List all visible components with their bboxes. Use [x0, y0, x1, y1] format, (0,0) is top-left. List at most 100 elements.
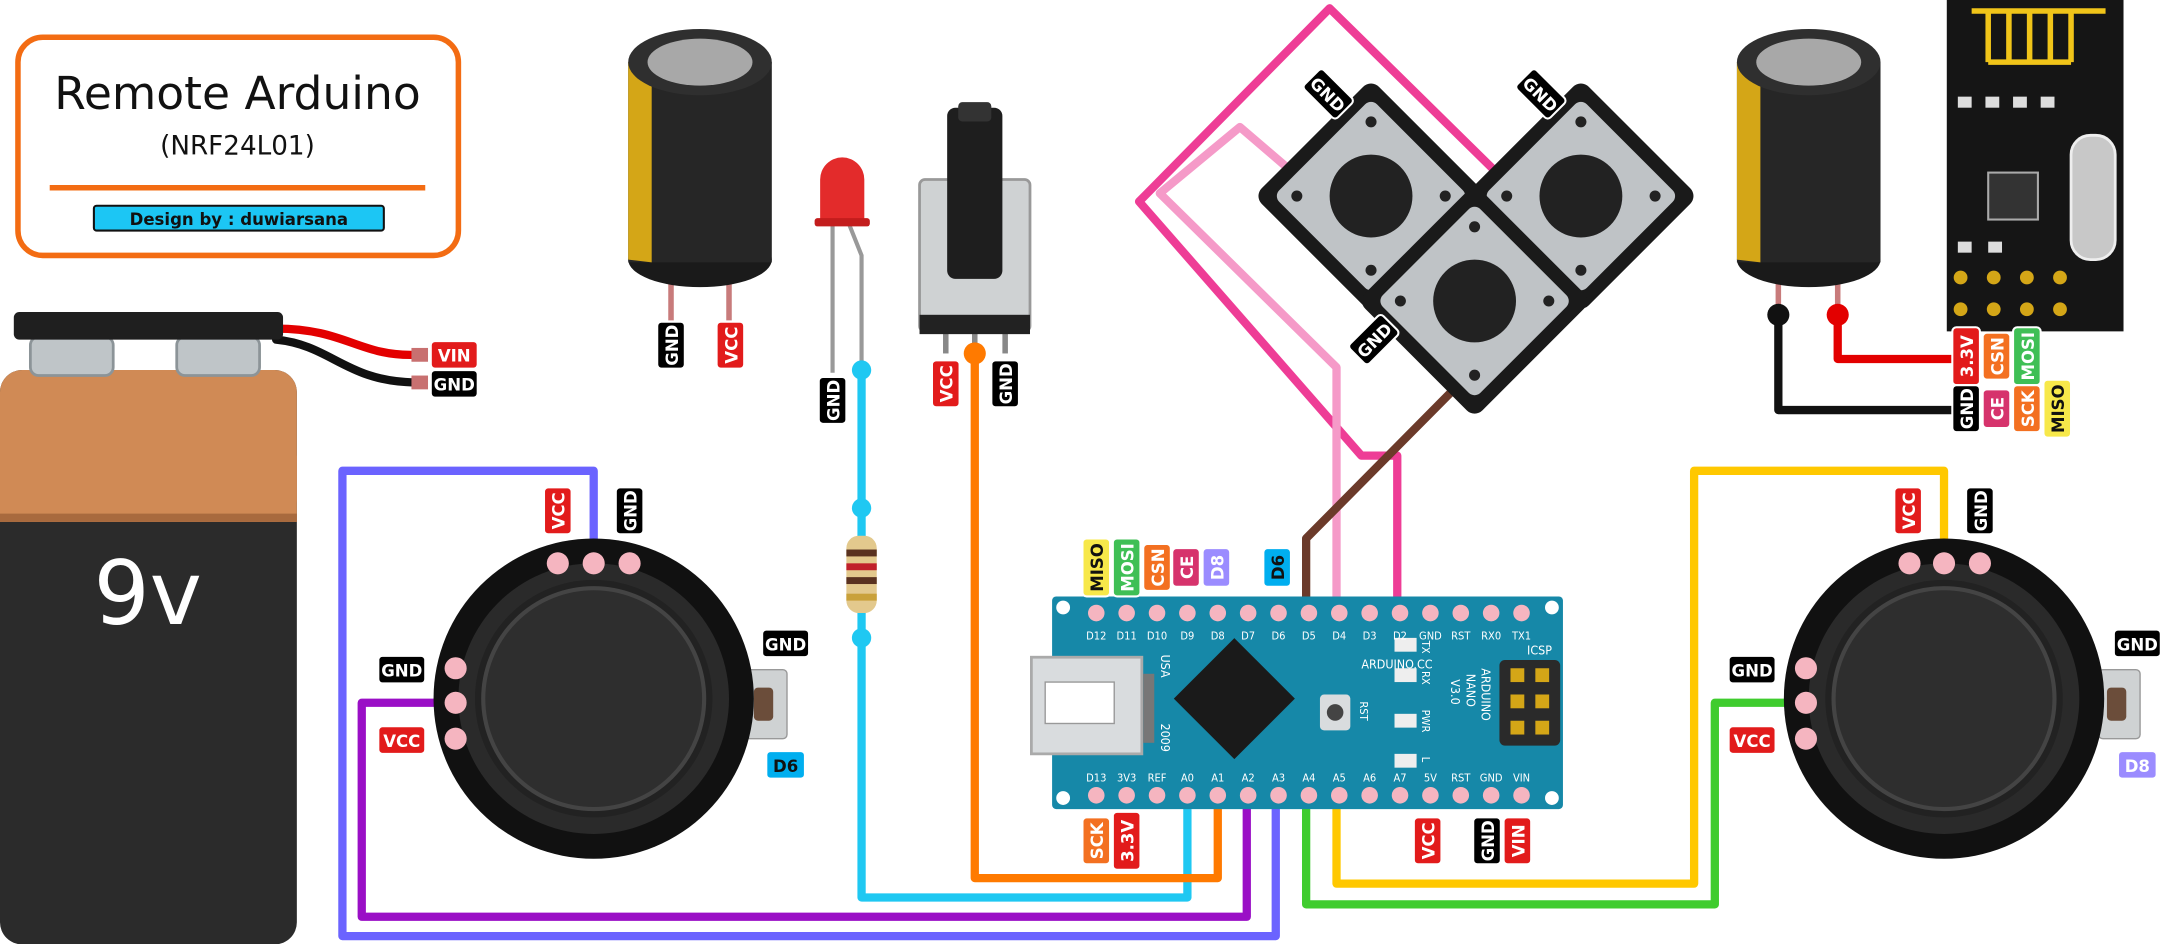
nano-model-3: V3.0: [1448, 679, 1463, 704]
nrf-miso-label: MISO: [2042, 378, 2073, 439]
nano-bottom-pin-gnd: [1482, 786, 1500, 804]
nano-top-pin-d8: [1209, 604, 1227, 622]
right-joystick: [1783, 538, 2141, 859]
nrf-csn-label-text: CSN: [1988, 337, 2007, 375]
wire-green: [1302, 698, 1811, 909]
nano-bottom-pin-ref: [1148, 786, 1166, 804]
nrf24l01-module: [1946, 0, 2124, 332]
nano-d8-label: D8: [1201, 547, 1232, 588]
nano-top-pin-label: D5: [1302, 629, 1316, 642]
nano-top-pin-d6: [1270, 604, 1287, 622]
nano-ce-label-text: CE: [1178, 556, 1197, 579]
battery-voltage: 9v: [93, 542, 202, 645]
wire-lightpink: [1155, 122, 1341, 612]
rjoy-side-gnd-label-text: GND: [1732, 662, 1773, 681]
nano-d6-label: D6: [1262, 547, 1292, 588]
rjoy-side-gnd-label: GND: [1727, 654, 1777, 685]
nano-3v3-label-text: 3.3V: [1119, 820, 1138, 862]
junction-dot: [851, 628, 872, 648]
nano-top-pin-label: D8: [1211, 629, 1225, 642]
nano-bottom-pin-label: D13: [1086, 771, 1106, 784]
nano-top-pin-label: D4: [1332, 629, 1346, 642]
nano-top-pin-label: TX1: [1511, 629, 1531, 642]
nano-top-pin-label: D3: [1363, 629, 1377, 642]
nano-top-pin-d11: [1118, 604, 1135, 622]
pot-vcc-label: VCC: [930, 359, 961, 409]
nano-bottom-pin-d13: [1087, 786, 1105, 804]
nano-vcc-label: VCC: [1412, 816, 1443, 866]
rjoy-vcc-label: VCC: [1893, 486, 1923, 536]
nano-bottom-pin-a5: [1330, 786, 1348, 804]
nano-model-1: ARDUINO: [1478, 668, 1493, 721]
nano-bottom-pin-a1: [1209, 786, 1227, 804]
nano-vin-label: VIN: [1502, 816, 1533, 866]
nano-top-pin-d4: [1330, 604, 1348, 622]
nrf-mosi-label-text: MOSI: [2019, 332, 2038, 381]
rjoy-d8-label: D8: [2116, 750, 2158, 780]
pot-gnd-label-text: GND: [997, 363, 1016, 404]
wire-orange: [970, 349, 1222, 883]
cap-gnd-label-text: GND: [663, 325, 682, 366]
nano-top-pin-label: D9: [1180, 629, 1194, 642]
wire-yellow: [1332, 466, 1949, 888]
nano-bottom-pin-label: 5V: [1424, 771, 1437, 784]
battery-gnd-label: GND: [429, 368, 479, 399]
nano-top-pin-d3: [1361, 604, 1378, 622]
led-gnd-label-text: GND: [824, 380, 843, 421]
title-box: Remote Arduino (NRF24L01) Design by : du…: [15, 34, 462, 259]
nano-top-pin-label: D11: [1117, 629, 1137, 642]
left-capacitor: [628, 28, 772, 321]
nano-top-pin-d9: [1179, 604, 1196, 622]
nano-vin-label-text: VIN: [1509, 824, 1528, 857]
nano-mosi-label: MOSI: [1111, 537, 1142, 598]
nano-icsp: ICSP: [1527, 642, 1552, 657]
nano-d6-label-text: D6: [1269, 555, 1288, 580]
nano-gnd-label-text: GND: [1479, 820, 1498, 861]
cap-gnd-label: GND: [656, 320, 686, 370]
cap-vcc-label: VCC: [715, 320, 746, 370]
nano-sck-label-text: SCK: [1088, 821, 1107, 859]
nano-bottom-pin-label: A2: [1242, 771, 1255, 784]
nrf-mosi-label: MOSI: [2012, 326, 2042, 387]
nano-bottom-pin-label: GND: [1480, 771, 1503, 784]
ljoy-sw-gnd-label-text: GND: [765, 635, 806, 654]
nano-bottom-pin-a7: [1391, 786, 1409, 804]
battery-red-wire: [271, 324, 419, 359]
nrf-sck-label: SCK: [2012, 384, 2042, 434]
nano-bottom-pin-label: A1: [1211, 771, 1224, 784]
nano-bottom-pin-label: A7: [1393, 771, 1406, 784]
nano-bottom-pin-label: REF: [1148, 771, 1167, 784]
nano-bottom-pin-3v3: [1118, 786, 1135, 804]
nano-usa: USA: [1158, 654, 1173, 677]
nano-mosi-label-text: MOSI: [1119, 543, 1138, 592]
rjoy-gnd-label-text: GND: [1972, 490, 1991, 531]
nano-bottom-pin-label: 3V3: [1117, 771, 1136, 784]
button-gnd-label-3: GND: [1348, 313, 1400, 366]
nano-top-pin-label: GND: [1419, 629, 1442, 642]
nano-gnd-label: GND: [1472, 816, 1502, 866]
pin-labels: VIN GND GND VCC GND VCC GND GND GND GND 3.3V CSN MOS…: [377, 68, 2162, 871]
nano-3v3-label: 3.3V: [1111, 810, 1142, 871]
nano-top-pin-d5: [1300, 604, 1318, 622]
nano-led-tx: TX: [1419, 640, 1432, 654]
credit-text: Design by : duwiarsana: [130, 210, 349, 229]
nano-brand: ARDUINO.CC: [1361, 656, 1432, 671]
nano-top-pin-label: D12: [1086, 629, 1106, 642]
nano-model-2: NANO: [1463, 674, 1478, 707]
nano-bottom-pin-5v: [1422, 786, 1439, 804]
title-text: Remote Arduino: [54, 67, 420, 120]
ljoy-d6-label: D6: [765, 750, 806, 780]
nano-bottom-pin-label: VIN: [1513, 771, 1530, 784]
rjoy-gnd-label: GND: [1965, 486, 1995, 536]
led-gnd-label: GND: [817, 375, 848, 425]
nano-bottom-pin-a2: [1239, 786, 1257, 804]
nano-top-pin-d12: [1087, 604, 1105, 622]
nano-bottom-pin-rst: [1452, 786, 1470, 804]
nano-bottom-pin-a3: [1270, 786, 1287, 804]
button-bottom: [1362, 188, 1588, 414]
nrf-csn-label: CSN: [1981, 331, 2012, 381]
nano-top-pin-gnd: [1422, 604, 1439, 622]
nano-d8-label-text: D8: [1208, 555, 1227, 580]
rjoy-sw-gnd-label: GND: [2112, 628, 2162, 659]
nano-top-pin-rst: [1452, 604, 1470, 622]
